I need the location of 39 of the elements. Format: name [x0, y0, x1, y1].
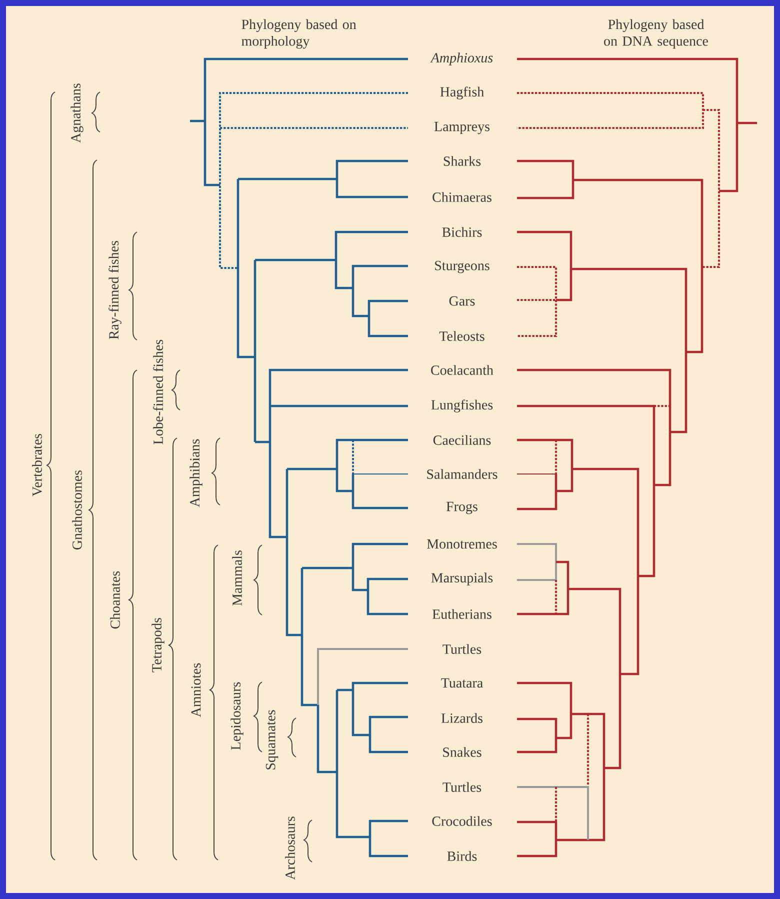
group-label: Ray-finned fishes: [108, 240, 122, 340]
group-label: Choanates: [110, 571, 120, 629]
group-label: Vertebrates: [32, 434, 42, 496]
taxon-label: Lampreys: [434, 122, 490, 134]
taxon-label: Chimaeras: [432, 192, 492, 202]
taxon-label: Amphioxus: [430, 52, 493, 66]
taxon-label: Lizards: [441, 713, 482, 723]
group-label: Amphibians: [190, 439, 202, 508]
taxon-label: Monotremes: [427, 539, 497, 549]
taxon-label: Frogs: [446, 502, 478, 514]
group-label: Lepidosaurs: [230, 682, 244, 750]
taxon-label: Eutherians: [432, 609, 492, 619]
taxon-label: Turtles: [442, 782, 482, 792]
taxon-label: Salamanders: [427, 469, 498, 479]
taxon-label: Gars: [449, 296, 475, 306]
taxon-label: Tuatara: [441, 678, 483, 688]
taxon-label: Marsupials: [431, 572, 493, 586]
taxon-label: Caecilians: [433, 435, 491, 445]
taxon-label: Coelacanth: [431, 365, 494, 375]
group-label: Gnathostomes: [72, 470, 82, 550]
taxon-label: Snakes: [443, 747, 482, 757]
taxon-label: Crocodiles: [432, 816, 492, 826]
group-label: Squamates: [266, 710, 278, 770]
group-label: Amniotes: [191, 663, 201, 718]
heading: Phylogeny based on DNA sequence: [604, 19, 708, 49]
heading: Phylogeny based on morphology: [242, 19, 356, 49]
taxon-label: Sturgeons: [435, 260, 490, 274]
group-label: Tetrapods: [152, 618, 164, 672]
taxon-label: Bichirs: [442, 227, 482, 237]
taxon-label: Sharks: [444, 156, 481, 166]
taxon-label: Birds: [447, 851, 477, 861]
taxon-label: Turtles: [442, 644, 482, 654]
group-label: Mammals: [232, 550, 242, 606]
taxon-label: Lungfishes: [431, 400, 493, 412]
group-label: Lobe-finned fishes: [153, 340, 163, 444]
group-label: Agnathans: [70, 84, 84, 143]
taxon-label: Teleosts: [439, 331, 484, 341]
group-label: Archosaurs: [285, 816, 295, 880]
taxon-label: Hagfish: [440, 86, 484, 100]
